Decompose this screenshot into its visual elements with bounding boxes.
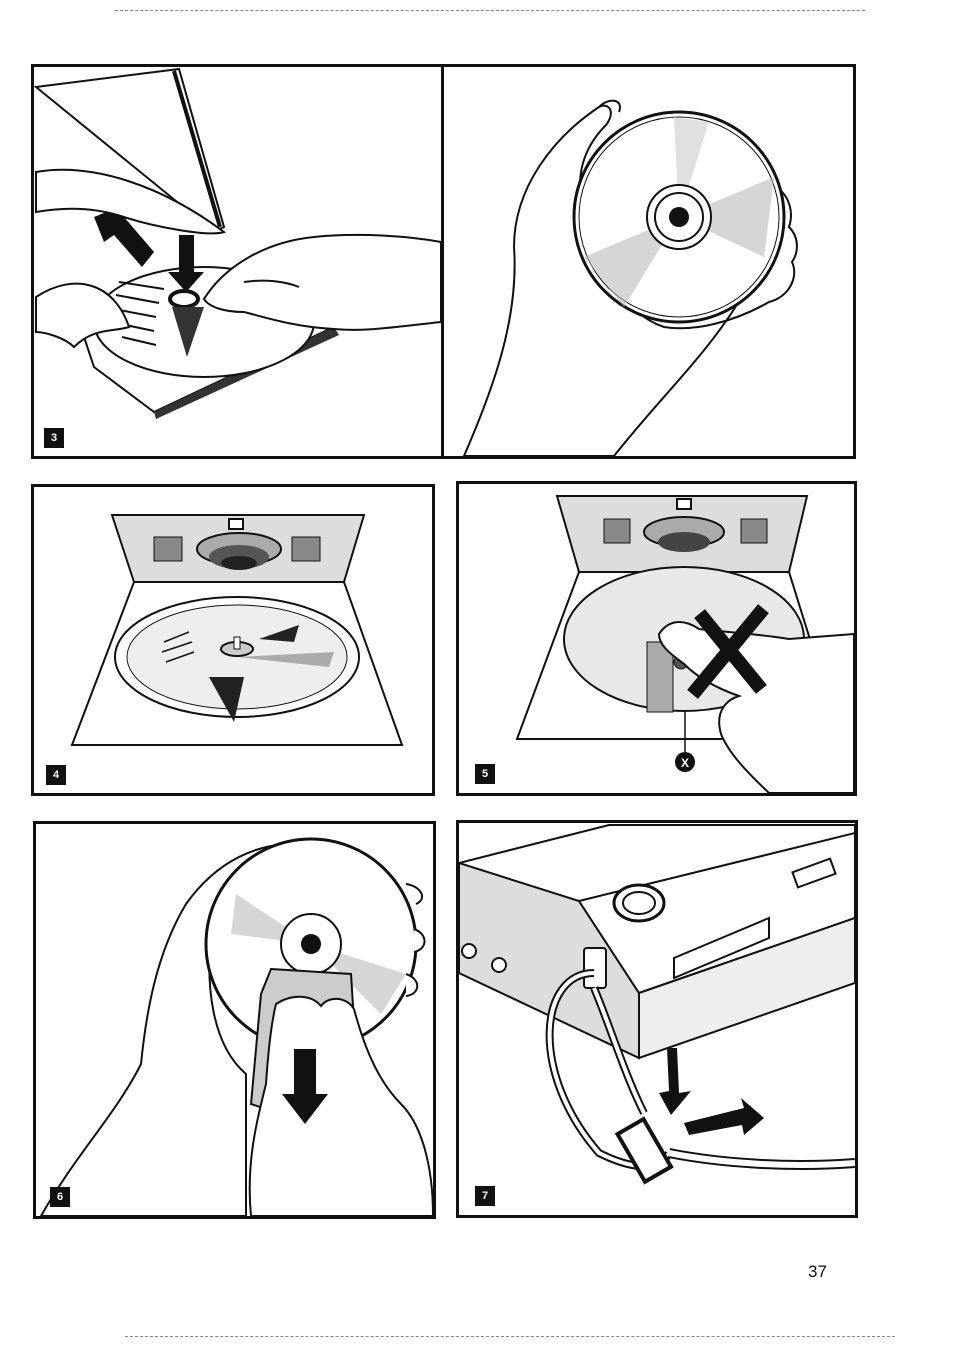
- step-5-badge: 5: [477, 766, 493, 782]
- clean-disc-illustration: [36, 824, 433, 1216]
- lens-warning-marker: X: [681, 756, 689, 770]
- panel-hold-disc: [441, 64, 856, 459]
- attach-strap-illustration: [459, 823, 855, 1215]
- panel-step-3: 3: [31, 64, 444, 459]
- lens-warning-illustration: X: [459, 484, 854, 793]
- panel-step-7: 7: [456, 820, 858, 1218]
- panel-step-4: 4: [31, 484, 435, 796]
- remove-disc-illustration: [34, 67, 441, 456]
- panel-step-5: X 5: [456, 481, 857, 796]
- scan-artifact-bottom: [125, 1336, 895, 1337]
- scan-artifact-top: [115, 10, 865, 11]
- hold-disc-illustration: [444, 67, 853, 456]
- step-6-badge: 6: [52, 1189, 68, 1205]
- step-3-badge: 3: [46, 430, 62, 446]
- step-4-badge: 4: [48, 767, 64, 783]
- panel-step-6: 6: [33, 821, 436, 1219]
- page-number: 37: [808, 1262, 827, 1282]
- step-7-badge: 7: [477, 1188, 493, 1204]
- place-disc-illustration: [34, 487, 432, 793]
